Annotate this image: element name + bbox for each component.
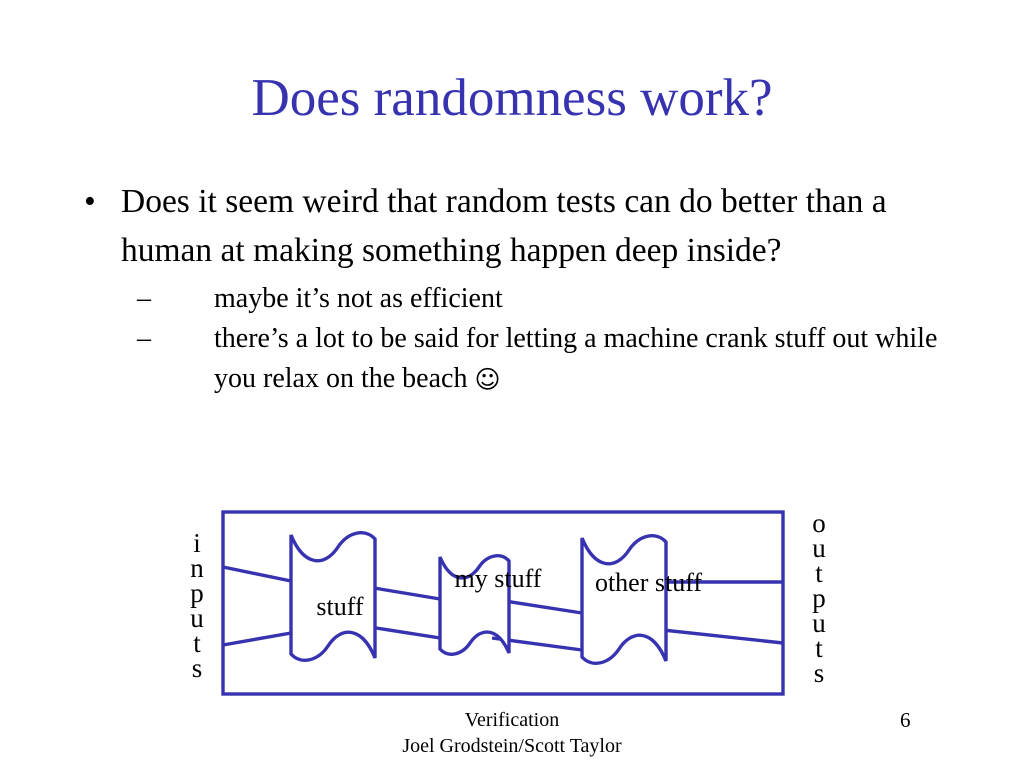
inputs-label-char: i (193, 528, 201, 558)
bullet-item-level2: – there’s a lot to be said for letting a… (74, 319, 964, 400)
inputs-label-char: p (190, 578, 204, 608)
inputs-label-char: t (193, 628, 201, 658)
diagram-svg (221, 510, 785, 696)
block-label-stuff: stuff (285, 591, 395, 622)
bullet-text: maybe it’s not as efficient (214, 283, 503, 314)
footer-line-authors: Joel Grodstein/Scott Taylor (402, 735, 622, 757)
bullet-marker-dash: – (137, 323, 151, 354)
bullet-item-level1: • Does it seem weird that random tests c… (74, 178, 964, 275)
block-diagram: i n p u t s o u t p u t s stuff my stuff… (170, 495, 860, 710)
bullet-marker-dot: • (84, 183, 96, 220)
block-label-line: stuff (494, 564, 542, 593)
outputs-label-char: o (812, 508, 826, 538)
outputs-label-char: p (812, 583, 826, 613)
block-label-line: stuff (654, 568, 703, 597)
bullet-text: Does it seem weird that random tests can… (121, 183, 887, 269)
outputs-label-char: t (815, 633, 823, 663)
footer-line-title: Verification (464, 709, 560, 731)
slide-footer: Verification Joel Grodstein/Scott Taylor (0, 707, 1024, 759)
outputs-label: o u t p u t s (802, 508, 836, 688)
bullet-marker-dash: – (137, 283, 151, 314)
wave-block-my-stuff (438, 554, 511, 656)
wave-block-other-stuff (580, 534, 668, 665)
inputs-label-char: n (190, 553, 204, 583)
inputs-label: i n p u t s (180, 528, 214, 683)
inputs-label-char: u (190, 603, 204, 633)
connector-input-top (222, 565, 292, 583)
bullet-text-main: there’s a lot to be said for letting a m… (214, 323, 938, 394)
block-label-line: my (454, 564, 488, 593)
outputs-label-char: u (812, 533, 826, 563)
slide-page-number: 6 (900, 708, 911, 732)
outputs-label-char: t (815, 558, 823, 588)
bullet-item-level2: – maybe it’s not as efficient (74, 279, 964, 319)
block-label-other-stuff: other stuff (586, 567, 711, 598)
block-label-my-stuff: my stuff (443, 563, 553, 594)
slide-body: • Does it seem weird that random tests c… (74, 178, 964, 400)
outputs-label-char: s (813, 658, 825, 688)
inputs-label-char: s (191, 653, 203, 683)
smiley-face-icon: ☺ (474, 365, 501, 394)
block-label-line: other (594, 568, 649, 597)
wave-block-stuff (289, 531, 377, 662)
block-label-line: stuff (316, 592, 364, 621)
connector-input-bottom (222, 631, 292, 647)
outputs-label-char: u (812, 608, 826, 638)
bullet-text: there’s a lot to be said for letting a m… (214, 319, 964, 400)
page-title: Does randomness work? (251, 69, 773, 127)
